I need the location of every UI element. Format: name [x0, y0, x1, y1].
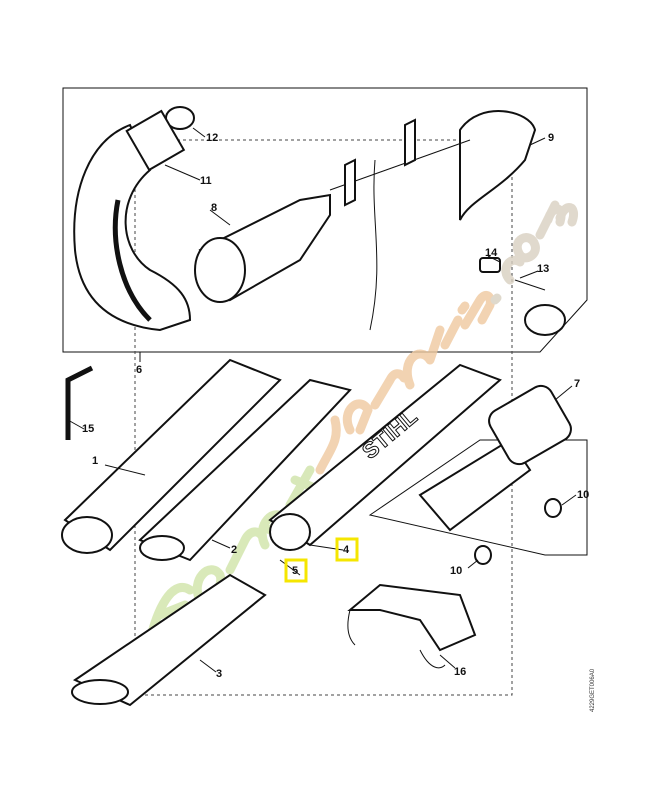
- screw-13: [514, 279, 546, 291]
- rod-buckle-2: [404, 118, 416, 167]
- goggles-16: [347, 583, 477, 652]
- lower-right-frame: [368, 439, 588, 556]
- callout-9: 9: [548, 132, 554, 144]
- elbow-pipe-11: [73, 123, 192, 332]
- callout-5: 5: [292, 565, 298, 577]
- callout-15: 15: [82, 423, 94, 435]
- pipe-7: [418, 438, 532, 532]
- callout-8: 8: [211, 202, 217, 214]
- highlight-box-5: [284, 558, 308, 583]
- callout-7: 7: [574, 378, 580, 390]
- callout-13: 13: [537, 263, 549, 275]
- callout-10b: 10: [450, 565, 462, 577]
- callout-6: 6: [136, 364, 142, 376]
- callout-10a: 10: [577, 489, 589, 501]
- ring-10b: [474, 545, 492, 565]
- callout-1: 1: [92, 455, 98, 467]
- callout-3: 3: [216, 668, 222, 680]
- callout-16: 16: [454, 666, 466, 678]
- rod-buckle-1: [344, 158, 356, 207]
- harness-9: [459, 110, 537, 221]
- ring-10a: [544, 498, 562, 518]
- callout-11: 11: [200, 175, 212, 187]
- callout-12: 12: [206, 132, 218, 144]
- lever-14: [479, 257, 501, 273]
- highlight-box-4: [335, 537, 359, 562]
- watermark-logo: [145, 200, 578, 645]
- callout-4: 4: [343, 544, 350, 556]
- drawing-code: 4229GET006A0: [590, 668, 596, 712]
- callout-14: 14: [485, 247, 498, 259]
- callout-labels: 12 11 8 9 14 13 6 7 15 1 2 4 5 10 10 16 …: [82, 132, 589, 680]
- leader-lines: [67, 127, 577, 673]
- callout-2: 2: [231, 544, 237, 556]
